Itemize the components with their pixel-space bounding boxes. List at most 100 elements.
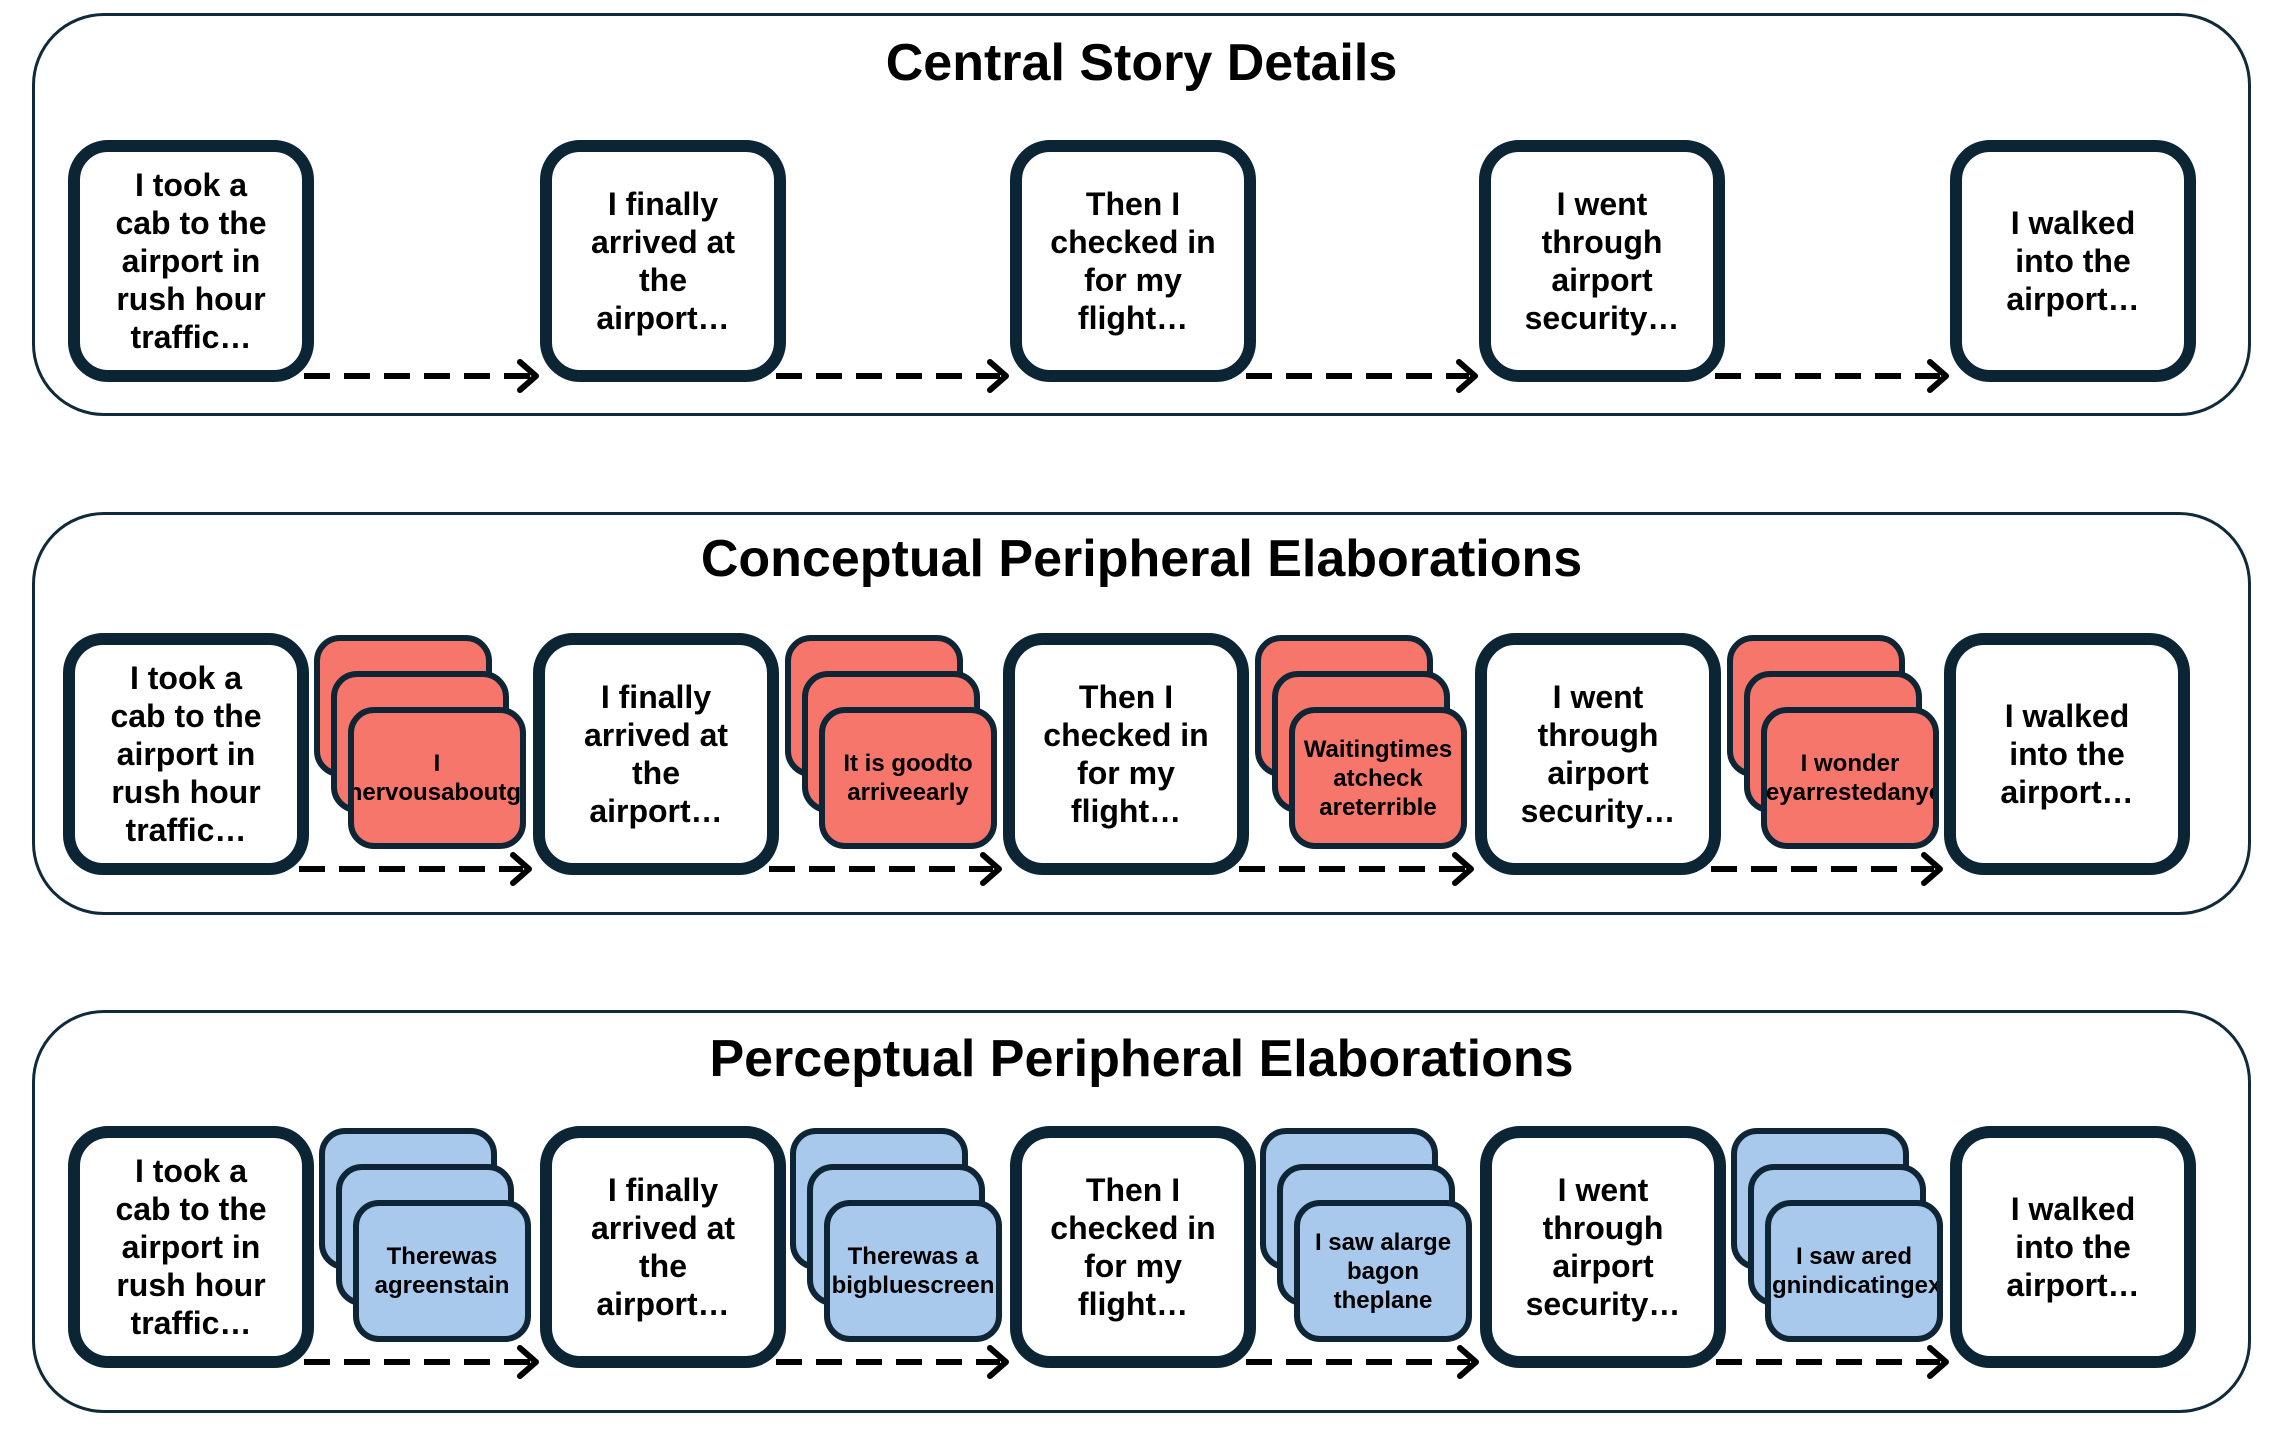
story-card-text-line: rush hour <box>116 281 266 317</box>
story-card-text-line: I finally <box>607 186 719 222</box>
elaboration-text-line: times at <box>1333 735 1453 792</box>
story-card-text-line: through <box>1541 224 1663 260</box>
story-card-text-line: checked in <box>1050 1210 1216 1246</box>
story-card-text-line: Then I <box>1085 1172 1181 1208</box>
elaboration-text-line: was a big <box>831 1243 979 1299</box>
story-card-text-line: into the <box>2015 1229 2131 1265</box>
story-card-text-line: Then I <box>1078 679 1174 715</box>
elaboration-text: It is goodto arriveearly <box>831 749 985 807</box>
story-card-text-line: airport… <box>589 793 723 829</box>
elaboration-text-line: I saw a <box>1795 1243 1875 1270</box>
story-card-text-line: the <box>638 1248 687 1284</box>
elaboration-text-line: I was <box>433 750 441 777</box>
elaboration-text-line: red sign <box>1765 1243 1913 1299</box>
elaboration-text: Therewas a bigbluescreen <box>832 1242 995 1300</box>
perceptual-elaboration-stack-3: DetailDetailI saw alarge bagon theplane <box>1260 1128 1472 1342</box>
elaboration-text-line: terrible <box>1355 793 1437 821</box>
elaboration-card: I saw ared signindicatingexit <box>1765 1200 1943 1342</box>
story-card-text-line: security… <box>1520 793 1676 829</box>
story-card-text-line: airport… <box>2006 281 2140 317</box>
story-card-text-line: I took a <box>129 660 242 696</box>
elaboration-text-line: There <box>386 1243 452 1270</box>
elaboration-card: Therewas a bigbluescreen <box>824 1200 1002 1342</box>
story-card-text-line: airport <box>1552 1248 1654 1284</box>
story-card-text-line: I took a <box>134 1153 247 1189</box>
perceptual-elaboration-stack-2: DetailDetailTherewas a bigbluescreen <box>790 1128 1002 1342</box>
story-card-text-line: arrived at <box>583 717 729 753</box>
perceptual-elaboration-stack-4: DetailDetailI saw ared signindicatingexi… <box>1731 1128 1943 1342</box>
elaboration-text-line: arrested <box>1792 779 1888 806</box>
conceptual-elaboration-stack-4: DetailDetailI wonder iftheyarrestedanyon… <box>1727 635 1939 849</box>
story-card-text-line: traffic… <box>130 319 252 355</box>
elaboration-text-line: Waiting <box>1303 735 1390 763</box>
elaboration-text-line: early <box>912 779 969 806</box>
story-card-text-line: through <box>1537 717 1659 753</box>
perceptual-elaboration-stack-1: DetailDetailTherewas agreenstain <box>319 1128 531 1342</box>
story-card-text-line: airport in <box>116 736 256 772</box>
story-card-text-line: I finally <box>607 1172 719 1208</box>
conceptual-elaboration-stack-1: DetailDetailI wasnervousaboutgoing <box>314 635 526 849</box>
story-card-text-line: I finally <box>600 679 712 715</box>
story-card-text-line: cab to the <box>115 1191 267 1227</box>
panel-perceptual-peripheral-elaborations: Perceptual Peripheral Elaborations <box>32 1010 2251 1413</box>
elaboration-text: I was nervousaboutgoing <box>348 749 522 807</box>
story-card-text-line: security… <box>1524 300 1680 336</box>
story-card-text-line: airport <box>1547 755 1649 791</box>
panel-central-story-details: Central Story Details <box>32 13 2251 416</box>
elaboration-text: I saw alarge bagon theplane <box>1306 1228 1460 1315</box>
elaboration-text-line: nervous <box>348 779 442 806</box>
elaboration-text: I wonder iftheyarrestedanyone <box>1767 749 1933 807</box>
story-card-text-line: airport in <box>121 1229 261 1265</box>
story-card-text-line: airport… <box>2006 1267 2140 1303</box>
story-card-text-line: I walked <box>2010 1191 2136 1227</box>
elaboration-card: Therewas agreenstain <box>353 1200 531 1342</box>
conceptual-elaboration-stack-3: DetailDetailWaitingtimes atcheck areterr… <box>1255 635 1467 849</box>
story-card-text-line: flight… <box>1077 300 1189 336</box>
elaboration-text-line: was a <box>374 1243 498 1299</box>
elaboration-text-line: I wonder if <box>1800 750 1900 777</box>
elaboration-card: I wonder iftheyarrestedanyone <box>1761 707 1939 849</box>
story-card-text-line: I took a <box>134 167 247 203</box>
story-card-text-line: checked in <box>1050 224 1216 260</box>
story-card-text-line: I walked <box>2004 698 2130 734</box>
story-card-text-line: arrived at <box>590 1210 736 1246</box>
elaboration-text-line: stain <box>453 1272 510 1299</box>
elaboration-text-line: going <box>506 779 522 806</box>
elaboration-card: I was nervousaboutgoing <box>348 707 526 849</box>
elaboration-text-line: blue <box>867 1272 917 1299</box>
elaboration-text-line: anyone <box>1887 779 1933 806</box>
story-card-text-line: airport… <box>2000 774 2134 810</box>
story-card-text-line: the <box>631 755 680 791</box>
story-card-text-line: for my <box>1084 1248 1182 1284</box>
story-card-text-line: rush hour <box>111 774 261 810</box>
story-card-text-line: rush hour <box>116 1267 266 1303</box>
story-card-text-line: through <box>1542 1210 1664 1246</box>
elaboration-text-line: about <box>441 779 507 806</box>
conceptual-elaboration-stack-2: DetailDetailIt is goodto arriveearly <box>785 635 997 849</box>
panel-title: Perceptual Peripheral Elaborations <box>709 1030 1574 1088</box>
story-card-text-line: airport <box>1551 262 1653 298</box>
